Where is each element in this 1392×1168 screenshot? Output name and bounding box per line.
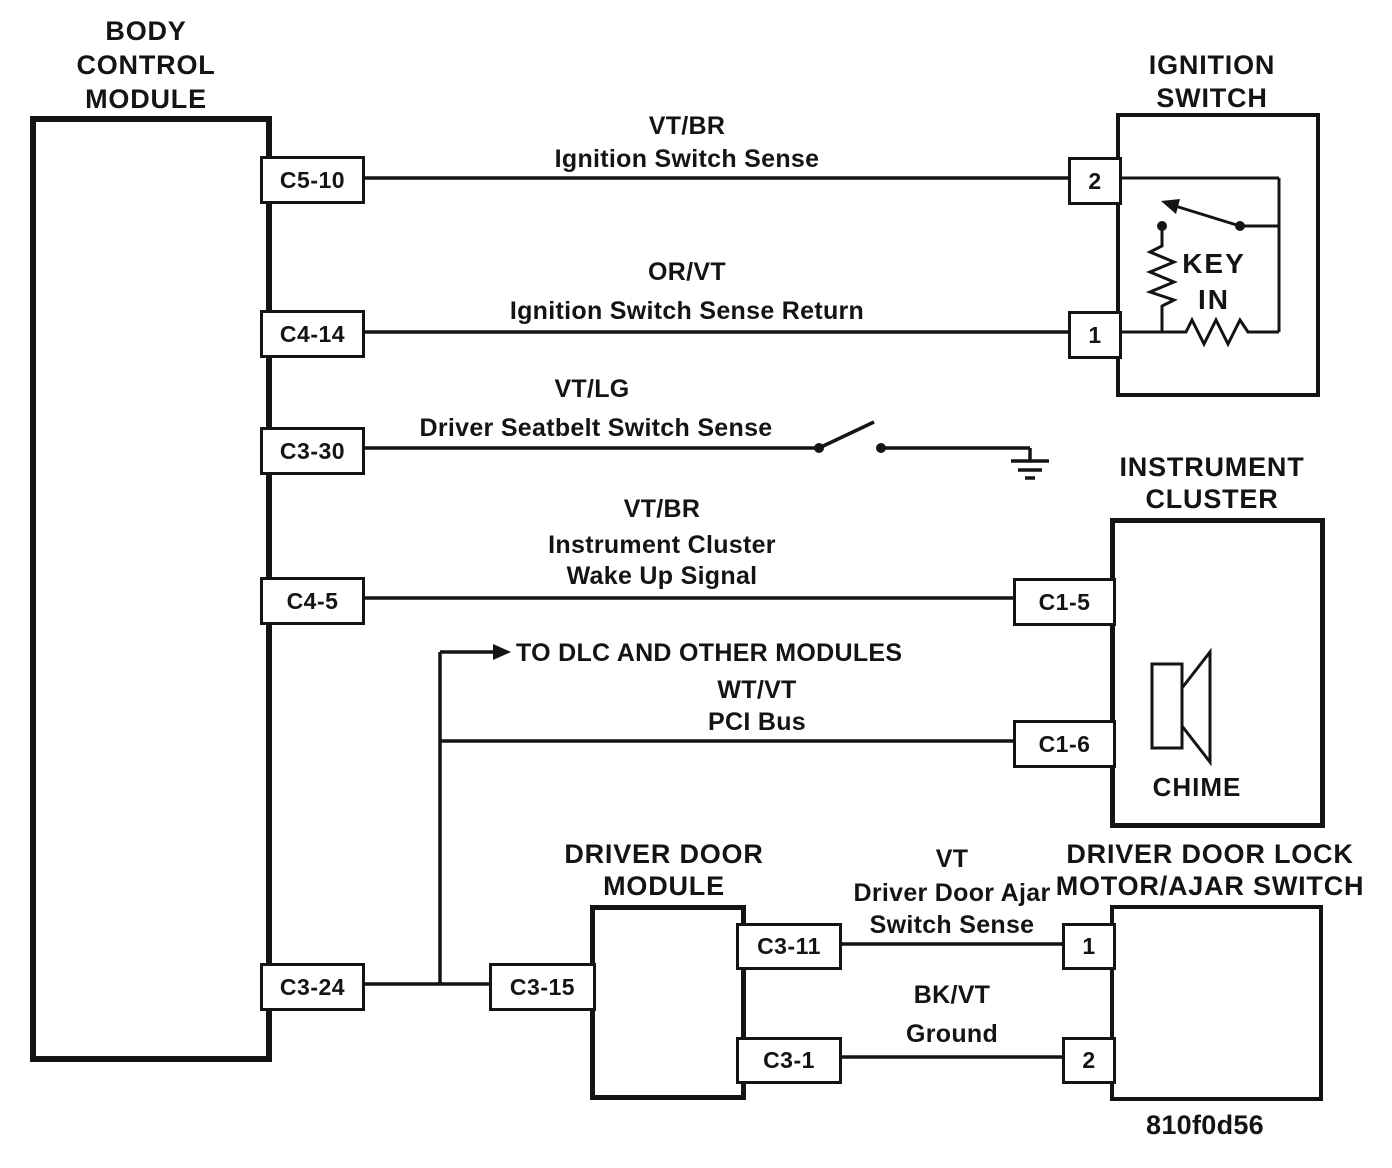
ddm-title-line1: DRIVER DOOR [564,839,764,869]
bcm-connector-c4-5: C4-5 [260,577,365,625]
ignition-pin-1: 1 [1068,311,1122,359]
bcm-title-line1: BODY [105,16,187,46]
wire-ignition-return-name: Ignition Switch Sense Return [509,297,865,325]
ddm-connector-c3-1: C3-1 [736,1037,842,1084]
key-in-label-line2: IN [1198,284,1230,315]
wire-ajar-name-line1: Driver Door Ajar [853,879,1051,907]
driver-door-module-box [590,905,746,1100]
lock-pin-2: 2 [1062,1037,1116,1084]
cluster-title-line2: CLUSTER [1145,484,1279,514]
cluster-connector-c1-6: C1-6 [1013,720,1116,768]
cluster-title-line1: INSTRUMENT [1119,452,1305,482]
wire-ground-name: Ground [905,1020,999,1048]
seatbelt-contact-right [876,443,886,453]
wire-ground-color: BK/VT [913,981,991,1009]
wire-ajar-color: VT [935,845,969,873]
wire-pci-name: PCI Bus [708,708,806,736]
seatbelt-switch-arm [818,420,875,450]
cluster-connector-c1-5: C1-5 [1013,578,1116,626]
driver-door-lock-box [1110,905,1323,1101]
ignition-title-line1: IGNITION [1148,50,1276,80]
wire-wakeup-name-line2: Wake Up Signal [566,562,758,590]
ignition-title-line2: SWITCH [1156,83,1268,113]
ddm-connector-c3-11: C3-11 [736,923,842,970]
dlc-arrowhead [493,644,511,660]
bcm-title-line3: MODULE [85,84,207,114]
diagram-code: 810f0d56 [1146,1110,1264,1140]
wire-wakeup-name-line1: Instrument Cluster [548,531,776,559]
chime-label: CHIME [1152,772,1242,802]
instrument-cluster-box [1110,518,1325,828]
bcm-connector-c5-10: C5-10 [260,156,365,204]
wire-ignition-sense-name: Ignition Switch Sense [554,145,820,173]
dlc-note: TO DLC AND OTHER MODULES [516,639,903,667]
body-control-module-box [30,116,272,1062]
wire-ignition-return-color: OR/VT [648,258,726,286]
lock-title-line2: MOTOR/AJAR SWITCH [1055,871,1365,901]
wire-ignition-sense-color: VT/BR [648,112,726,140]
wire-wakeup-color: VT/BR [623,495,701,523]
bcm-title-line2: CONTROL [76,50,216,80]
lock-title-line1: DRIVER DOOR LOCK [1066,839,1354,869]
ddm-title-line2: MODULE [603,871,725,901]
bcm-connector-c4-14: C4-14 [260,310,365,358]
wire-ajar-name-line2: Switch Sense [869,911,1035,939]
bcm-connector-c3-24: C3-24 [260,963,365,1011]
wire-seatbelt-color: VT/LG [554,375,630,403]
bcm-connector-c3-30: C3-30 [260,427,365,475]
key-in-label-line1: KEY [1182,248,1246,279]
ddm-connector-c3-15: C3-15 [489,963,596,1011]
seatbelt-contact-left [814,443,824,453]
wire-pci-color: WT/VT [717,676,797,704]
ignition-pin-2: 2 [1068,157,1122,205]
lock-pin-1: 1 [1062,923,1116,970]
wire-seatbelt-name: Driver Seatbelt Switch Sense [419,414,773,442]
